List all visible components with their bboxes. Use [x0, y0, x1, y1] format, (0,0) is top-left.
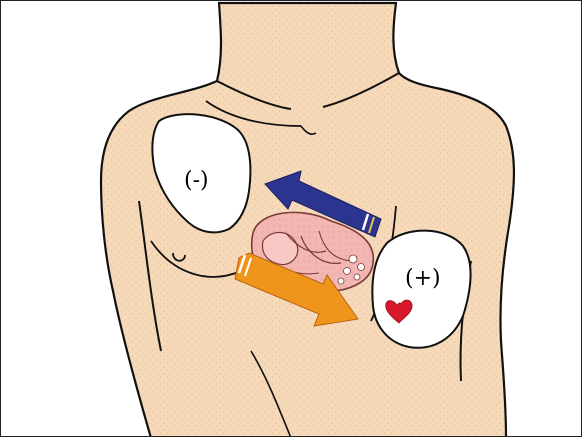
positive-pad-label: (+): [405, 266, 441, 291]
negative-pad-label: (-): [184, 168, 209, 193]
